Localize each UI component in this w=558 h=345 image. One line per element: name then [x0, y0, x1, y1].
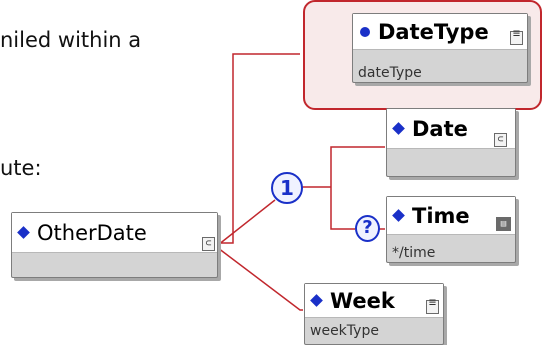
- node-otherdate-label: OtherDate: [37, 220, 147, 245]
- node-datetype-label: DateType: [378, 19, 489, 44]
- node-date[interactable]: Date ⊂: [386, 108, 516, 177]
- node-week[interactable]: Week weekType ≡: [304, 283, 444, 345]
- connector-root-datetype: [218, 53, 300, 244]
- node-time-path: */time: [392, 245, 436, 261]
- node-week-type: weekType: [310, 323, 379, 339]
- element-diamond-icon: [392, 209, 405, 222]
- optional-compositor[interactable]: ?: [355, 215, 380, 242]
- node-time[interactable]: Time */time ▤: [386, 196, 516, 263]
- element-bullet-icon: [360, 26, 370, 37]
- background-text-line-1: niled within a: [0, 28, 142, 52]
- element-sequence-icon[interactable]: ≡: [510, 27, 523, 45]
- connector-choice-date: [330, 146, 385, 187]
- connector-root-week: [217, 247, 303, 311]
- element-diamond-icon: [392, 122, 405, 135]
- node-date-label: Date: [412, 116, 468, 141]
- node-week-label: Week: [330, 288, 395, 313]
- element-expand-icon[interactable]: ⊂: [494, 133, 507, 147]
- node-time-label: Time: [412, 203, 470, 228]
- choice-compositor[interactable]: 1: [271, 172, 303, 204]
- background-text-line-2: ute:: [0, 156, 42, 180]
- element-simple-icon[interactable]: ▤: [496, 217, 511, 231]
- element-expand-icon[interactable]: ⊂: [202, 237, 215, 251]
- node-otherdate[interactable]: OtherDate ⊂: [11, 212, 218, 278]
- element-diamond-icon: [17, 226, 30, 239]
- element-sequence-icon[interactable]: ≡: [426, 296, 439, 314]
- connector-choice-time: [330, 187, 355, 230]
- element-diamond-icon: [310, 294, 323, 307]
- connector-root-choice: [217, 199, 276, 246]
- node-datetype[interactable]: DateType dateType ≡: [352, 13, 528, 83]
- node-datetype-type: dateType: [358, 65, 422, 81]
